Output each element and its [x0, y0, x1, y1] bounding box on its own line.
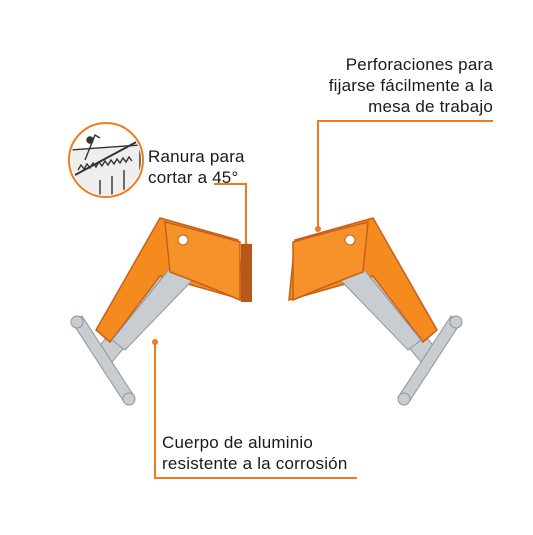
mounting-hole-right [344, 234, 356, 246]
callout-perforations-line1: Perforaciones para [345, 55, 493, 74]
callout-line-perforations [317, 120, 493, 229]
callout-body-line1: Cuerpo de aluminio [162, 433, 314, 452]
callout-groove: Ranura para cortar a 45° [148, 146, 288, 188]
callout-groove-line2: cortar a 45° [148, 168, 239, 187]
callout-groove-line1: Ranura para [148, 147, 245, 166]
callout-dot-perforations [315, 226, 321, 232]
callout-perforations-line3: mesa de trabajo [368, 97, 493, 116]
callout-line-body [154, 342, 357, 479]
callout-body: Cuerpo de aluminio resistente a la corro… [162, 432, 392, 474]
callout-perforations-line2: fijarse fácilmente a la [328, 76, 493, 95]
mounting-hole-left [177, 234, 189, 246]
callout-lines [154, 120, 493, 479]
saw-cut-icon [68, 122, 144, 198]
corner-clamp [70, 217, 463, 406]
callout-line-groove [214, 183, 247, 246]
callout-body-line2: resistente a la corrosión [162, 454, 348, 473]
callout-dot-body [152, 339, 158, 345]
groove [241, 244, 252, 302]
callout-perforations: Perforaciones para fijarse fácilmente a … [300, 54, 493, 117]
